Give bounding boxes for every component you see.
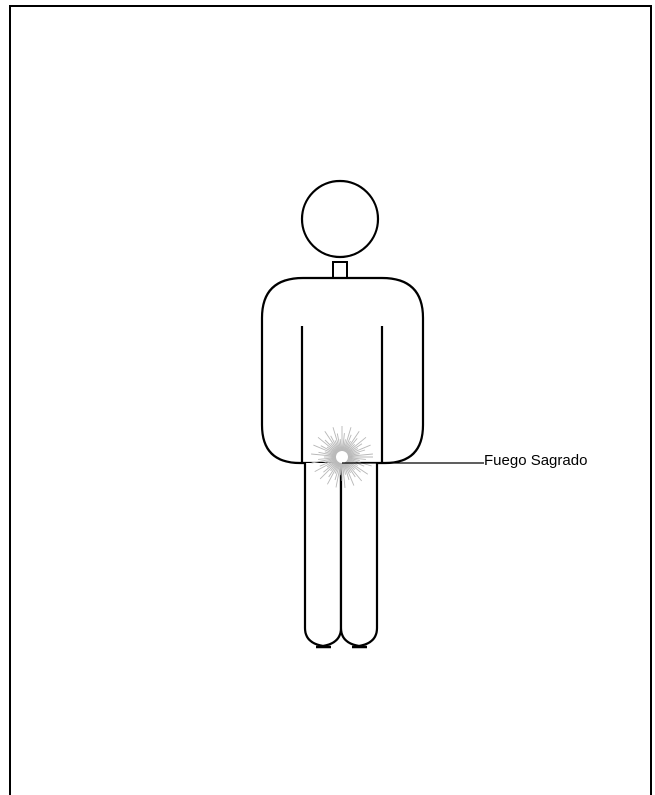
left-leg [305,463,341,646]
head [302,181,378,257]
neck [333,262,347,278]
right-leg [341,463,377,646]
callout-label: Fuego Sagrado [484,452,587,469]
torso [262,278,423,463]
glow-core [336,451,348,463]
